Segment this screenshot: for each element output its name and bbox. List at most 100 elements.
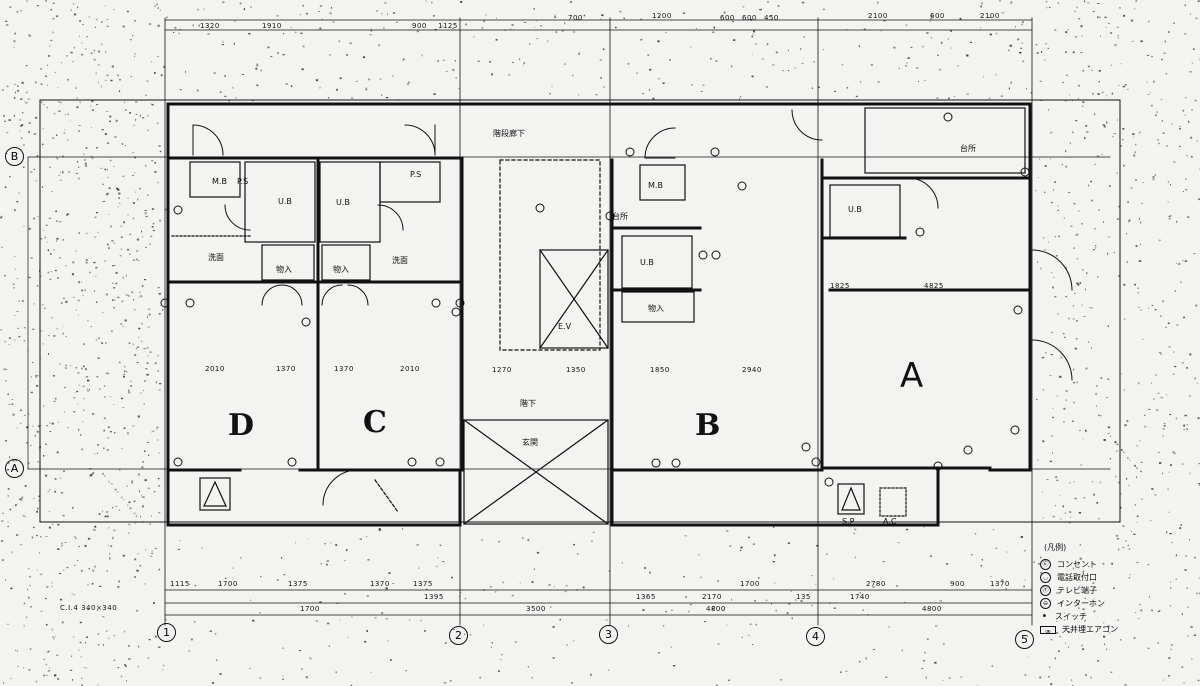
outlet-symbols [160,112,1030,487]
outlet-symbol [451,307,461,317]
outlet-symbol [1010,425,1020,435]
dim-room-7: 2940 [742,366,762,374]
outlet-symbol [605,211,615,221]
dim-top-5: 600 [742,14,757,22]
room-label-b-kitchen: 台所 [612,212,628,221]
dim-top-0: 1320 [200,22,220,30]
aircon-icon: ▭ [1040,625,1056,635]
outlet-symbol [625,147,635,157]
dim-room-6: 1850 [650,366,670,374]
outlet-symbol [824,477,834,487]
outlet-symbol [710,147,720,157]
dim-room-9: 4825 [924,282,944,290]
dim-outer-1: 3500 [526,605,546,613]
outlet-symbol [671,458,681,468]
dim-room-5: 1350 [566,366,586,374]
door-a-entry [791,109,823,141]
legend-title: (凡例) [1044,543,1067,552]
dim-bottom-12: 900 [950,580,965,588]
legend-item-intercom: ⊖インターホン [1040,598,1190,609]
outlet-symbol [1020,167,1030,177]
c-ub [319,161,381,243]
door-d-ub [224,204,251,231]
dim-bottom-4: 1375 [413,580,433,588]
outlet-symbol [933,461,943,471]
b-toilet [639,164,686,201]
outlet-symbol [811,457,821,467]
dim-top-9: 2100 [868,12,888,20]
outlet-symbol [287,457,297,467]
outlet-symbol [455,298,465,308]
door-a-balcony-1 [1031,249,1073,291]
outlet-symbol [711,250,721,260]
door-d-storage-1 [261,284,283,306]
outer-boundary [39,99,1121,523]
outlet-symbol [435,457,445,467]
dim-top-7: 600 [720,14,735,22]
grid-bubble-1: 1 [157,623,176,642]
dim-top-4: 700 [568,14,583,22]
legend-label: 電話取付口 [1057,573,1097,582]
room-label-d-ub: U.B [278,197,292,206]
dim-bottom-5: 1395 [424,593,444,601]
a-ub [829,184,901,238]
door-a-ub [907,177,939,209]
unit-label-c: C [363,405,387,440]
unit-label-a: A [900,356,924,396]
dim-bottom-9: 135 [796,593,811,601]
dim-top-8: 450 [764,14,779,22]
room-label-d-storage: 物入 [276,265,292,274]
c-storage [321,244,371,281]
c-dash-diag [374,479,399,513]
dim-top-10: 600 [930,12,945,20]
outlet-symbol [431,298,441,308]
a-kitchen-box [864,107,1026,174]
dim-bottom-10: 1740 [850,593,870,601]
grid-bubble-b: B [5,147,24,166]
room-label-c-ub: U.B [336,198,350,207]
room-label-d-wash: 洗面 [208,253,224,262]
door-d-entry [192,124,224,156]
room-label-a-ac: A.C [883,517,897,526]
dim-bottom-2: 1375 [288,580,308,588]
dim-bottom-6: 1365 [636,593,656,601]
elevator-x2 [539,249,609,349]
dim-room-2: 1370 [334,365,354,373]
dim-room-8: 1825 [830,282,850,290]
room-label-d-ps: P.S [237,177,249,186]
a-sp-box [837,483,865,515]
door-c-bottom [322,469,359,506]
door-c-storage-2 [347,284,369,306]
dim-bottom-11: 2780 [866,580,886,588]
room-label-d-mb: M.B [212,177,227,186]
intercom-icon: ⊖ [1040,598,1051,609]
dim-bottom-7: 2170 [702,593,722,601]
door-d-storage-2 [281,284,303,306]
door-a-balcony-2 [1031,339,1073,381]
dim-bottom-3: 1370 [370,580,390,588]
room-label-b-ub: U.B [640,258,654,267]
outlet-symbol [651,458,661,468]
outlet-symbol [301,317,311,327]
b-storage [621,291,695,323]
dim-top-3: 1125 [438,22,458,30]
room-label-c-wash: 洗面 [392,256,408,265]
room-label-entrance: 玄関 [522,438,538,447]
grid-bubble-3: 3 [599,625,618,644]
dim-bottom-0: 1115 [170,580,190,588]
room-label-corridor: 階段廊下 [493,129,525,138]
grid-bubble-5: 5 [1015,630,1034,649]
room-label-c-storage: 物入 [333,265,349,274]
d-toilet [189,161,241,198]
dim-outer-3: 4800 [922,605,942,613]
room-label-a-sp: S.P [842,517,855,526]
dim-room-4: 1270 [492,366,512,374]
outlet-symbol [737,181,747,191]
room-label-c-ps: P.S [410,170,422,179]
d-sp-triangle [203,480,227,507]
room-label-a-kitchen: 台所 [960,144,976,153]
outlet-symbol [801,442,811,452]
c-toilet [379,161,441,203]
